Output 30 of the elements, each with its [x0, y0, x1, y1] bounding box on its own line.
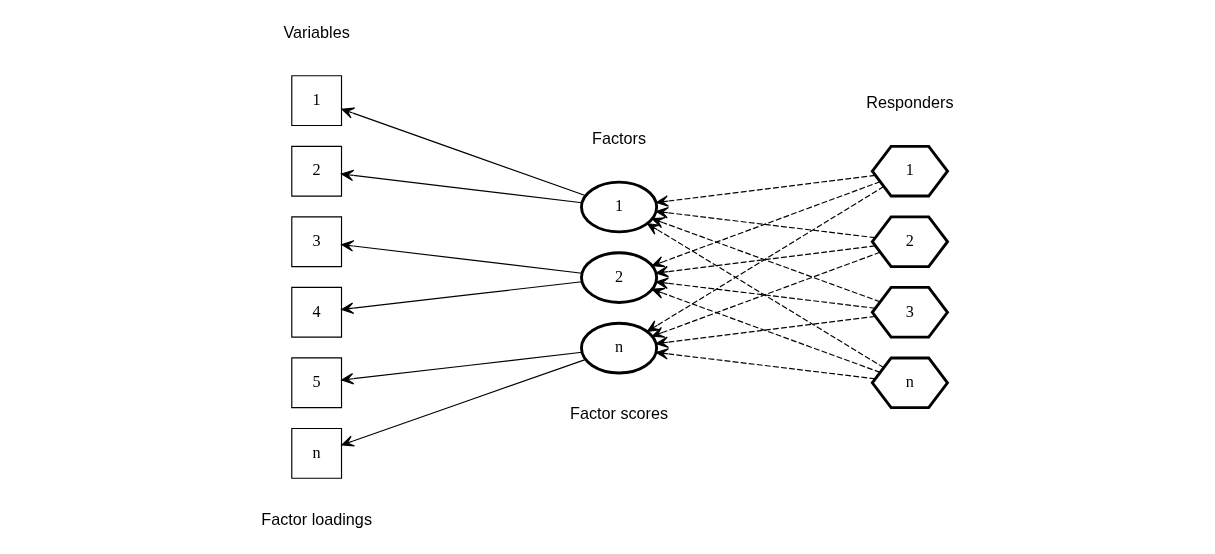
- arrow: [341, 351, 583, 385]
- node-ellipse: 2: [580, 251, 659, 304]
- label: Factors: [592, 129, 647, 148]
- arrow: [651, 287, 881, 373]
- arrow: [655, 207, 876, 239]
- label: Variables: [283, 22, 350, 41]
- arrow: [651, 251, 881, 338]
- arrow: [341, 281, 583, 314]
- arrow: [647, 186, 885, 332]
- node-box: 5: [291, 357, 343, 409]
- arrow: [651, 217, 881, 303]
- node-box: 4: [291, 286, 343, 338]
- node-box: 3: [291, 216, 343, 268]
- node-box: 2: [291, 145, 343, 197]
- arrow: [651, 181, 881, 268]
- node-box: 1: [291, 75, 343, 127]
- label: Factor loadings: [261, 509, 372, 528]
- arrow: [647, 223, 885, 369]
- arrow: [341, 240, 583, 274]
- node-box: n: [291, 427, 343, 479]
- arrow: [655, 348, 876, 380]
- arrow: [341, 169, 583, 204]
- arrow: [655, 315, 876, 348]
- label: Factor scores: [570, 404, 669, 423]
- arrow: [655, 277, 876, 309]
- arrow: [341, 359, 586, 447]
- arrow: [655, 245, 876, 278]
- arrow: [655, 174, 876, 207]
- arrow: [341, 107, 586, 197]
- label: Responders: [866, 93, 954, 112]
